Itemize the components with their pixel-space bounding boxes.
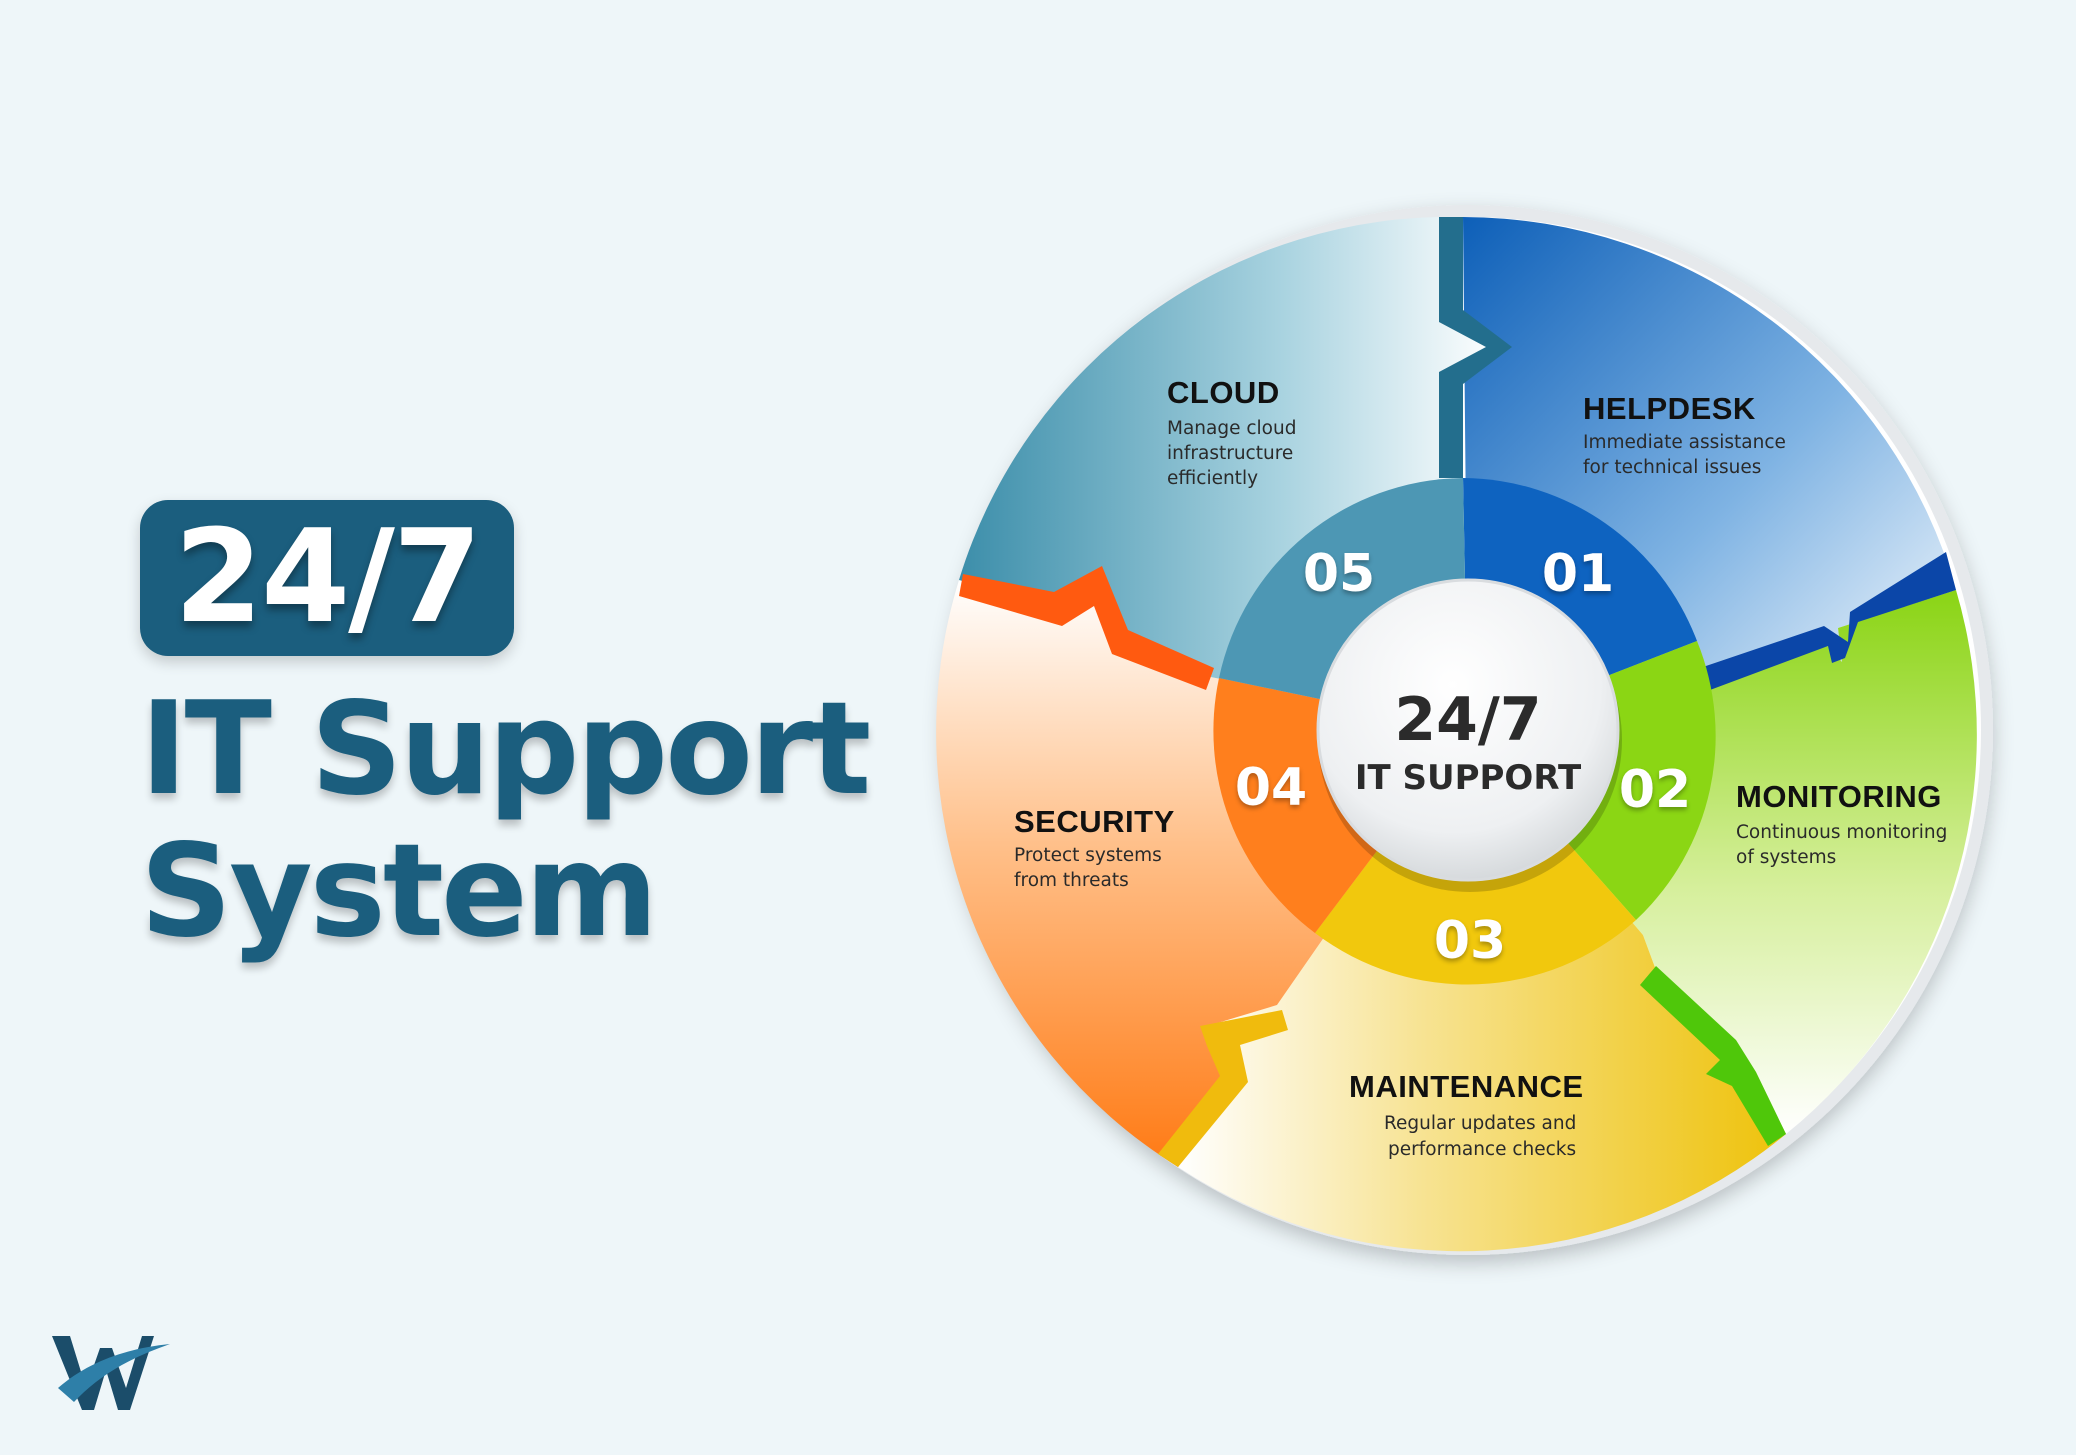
segment-number-05: 05 xyxy=(1302,544,1376,604)
divider-monitoring-maintenance xyxy=(1640,966,1786,1146)
title-line-1: IT Support xyxy=(140,675,871,824)
maintenance-desc-line-2: performance checks xyxy=(1388,1139,1577,1160)
title-badge: 24/7 xyxy=(140,500,514,656)
title-badge-text: 24/7 xyxy=(174,503,482,652)
maintenance-title: MAINTENANCE xyxy=(1349,1069,1584,1104)
maintenance-desc-line-1: Regular updates and xyxy=(1384,1113,1577,1134)
monitoring-desc-line-1: Continuous monitoring xyxy=(1736,822,1948,843)
cloud-title: CLOUD xyxy=(1167,375,1280,410)
cloud-desc-line-3: efficiently xyxy=(1167,468,1259,489)
divider-security-cloud xyxy=(959,566,1214,690)
helpdesk-desc-line-2: for technical issues xyxy=(1583,457,1762,478)
monitoring-desc-line-2: of systems xyxy=(1736,847,1837,868)
segment-maintenance xyxy=(1178,730,1786,1252)
w-logo-icon xyxy=(52,1336,170,1410)
title-line-2: System xyxy=(140,817,658,966)
monitoring-title: MONITORING xyxy=(1736,779,1942,814)
segment-number-04: 04 xyxy=(1234,758,1308,818)
hub-subtitle: IT SUPPORT xyxy=(1354,758,1582,798)
security-desc-line-2: from threats xyxy=(1014,870,1129,891)
segment-number-01: 01 xyxy=(1541,544,1615,604)
segment-number-03: 03 xyxy=(1433,911,1507,971)
security-desc-line-1: Protect systems xyxy=(1014,845,1162,866)
cloud-desc-line-1: Manage cloud xyxy=(1167,418,1297,439)
divider-maintenance-security xyxy=(1158,1010,1288,1167)
divider-cloud-helpdesk xyxy=(1439,217,1512,478)
hub-circle xyxy=(1316,578,1620,882)
helpdesk-title: HELPDESK xyxy=(1583,391,1756,426)
security-title: SECURITY xyxy=(1014,804,1175,839)
hub-title: 24/7 xyxy=(1394,685,1542,755)
divider-helpdesk-monitoring xyxy=(1700,552,1956,690)
segment-number-02: 02 xyxy=(1618,760,1692,820)
cloud-desc-line-2: infrastructure xyxy=(1167,443,1294,464)
helpdesk-desc-line-1: Immediate assistance xyxy=(1583,432,1786,453)
